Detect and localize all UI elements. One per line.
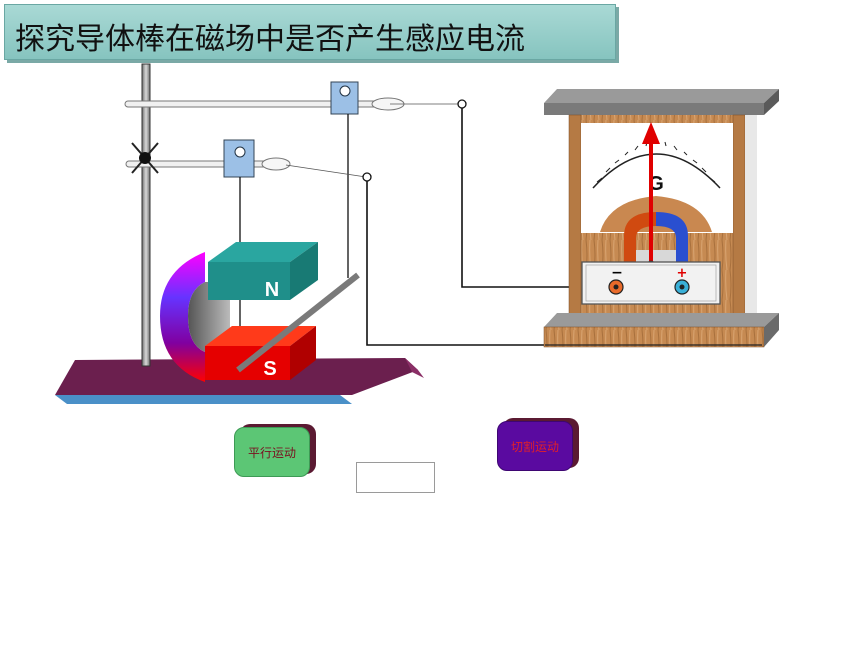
upper-holder (330, 81, 359, 115)
minus-label: − (611, 265, 623, 281)
result-box (356, 462, 435, 493)
plus-label: + (677, 266, 688, 281)
upper-terminal (457, 99, 467, 109)
stand-pole (141, 63, 151, 367)
cutting-motion-button[interactable]: 切割运动 (497, 421, 573, 471)
horseshoe-magnet: N S (160, 242, 318, 382)
title-banner: 探究导体棒在磁场中是否产生感应电流 (4, 4, 616, 60)
page-title: 探究导体棒在磁场中是否产生感应电流 (15, 22, 525, 57)
upper-rod (124, 97, 405, 111)
conductor-rod (236, 272, 360, 373)
south-pole-label: S (263, 358, 276, 380)
parallel-motion-button[interactable]: 平行运动 (234, 427, 310, 477)
lower-holder (223, 139, 255, 178)
north-pole-label: N (265, 279, 279, 301)
stand-clamp (131, 142, 159, 174)
lower-terminal (362, 172, 372, 182)
galvanometer: G − + (543, 89, 779, 348)
